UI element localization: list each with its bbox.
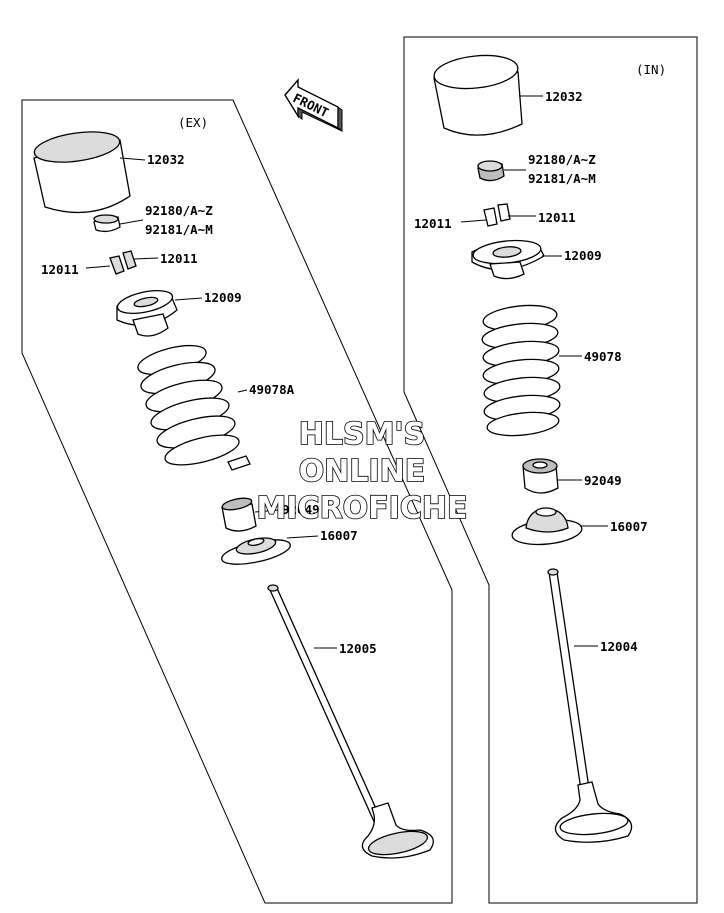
- in-seat-label: 16007: [610, 519, 648, 534]
- in-spring-part: [481, 304, 582, 437]
- in-cotter-right-label: 12011: [538, 210, 576, 225]
- ex-valve-part: [267, 584, 434, 859]
- ex-retainer-part: [116, 289, 203, 337]
- in-tappet-part: [433, 54, 543, 136]
- exhaust-group-label: (EX): [178, 115, 208, 130]
- ex-seal-part: [221, 497, 281, 532]
- ex-seat-part: [221, 535, 319, 565]
- in-cotter-part: [460, 203, 536, 227]
- front-arrow-icon: FRONT: [284, 78, 343, 132]
- ex-shim-label-b: 92181/A~M: [145, 222, 213, 237]
- ex-tappet-part: [33, 131, 146, 214]
- ex-shim-part: [93, 214, 144, 233]
- intake-group-label: (IN): [636, 62, 666, 77]
- ex-seat-label: 16007: [320, 528, 358, 543]
- ex-seal-label: 92049: [282, 502, 320, 517]
- watermark-line3: MICROFICHE: [257, 491, 468, 526]
- in-seal-part: [522, 458, 582, 494]
- in-spring-label: 49078: [584, 349, 622, 364]
- ex-cotter-right-label: 12011: [160, 251, 198, 266]
- in-valve-label: 12004: [600, 639, 638, 654]
- in-valve-part: [547, 568, 633, 843]
- in-shim-label-a: 92180/A~Z: [528, 152, 596, 167]
- ex-tappet-label: 12032: [147, 152, 185, 167]
- ex-cotter-left-label: 12011: [41, 262, 79, 277]
- intake-frame: [403, 36, 698, 904]
- ex-spring-part: [137, 344, 251, 471]
- exhaust-frame: [21, 99, 453, 904]
- in-cotter-left-label: 12011: [414, 216, 452, 231]
- in-shim-label-b: 92181/A~M: [528, 171, 596, 186]
- in-retainer-label: 12009: [564, 248, 602, 263]
- in-shim-part: [477, 160, 526, 182]
- ex-spring-label: 49078A: [249, 382, 295, 397]
- ex-cotter-part: [85, 250, 159, 275]
- ex-valve-label: 12005: [339, 641, 377, 656]
- watermark: HLSM'S ONLINE MICROFICHE: [256, 416, 469, 527]
- watermark-line2: ONLINE: [299, 454, 426, 489]
- in-retainer-part: [471, 239, 562, 280]
- watermark-line1: HLSM'S: [299, 417, 425, 452]
- ex-shim-label-a: 92180/A~Z: [145, 203, 213, 218]
- in-seal-label: 92049: [584, 473, 622, 488]
- in-seat-part: [511, 507, 608, 546]
- ex-retainer-label: 12009: [204, 290, 242, 305]
- in-tappet-label: 12032: [545, 89, 583, 104]
